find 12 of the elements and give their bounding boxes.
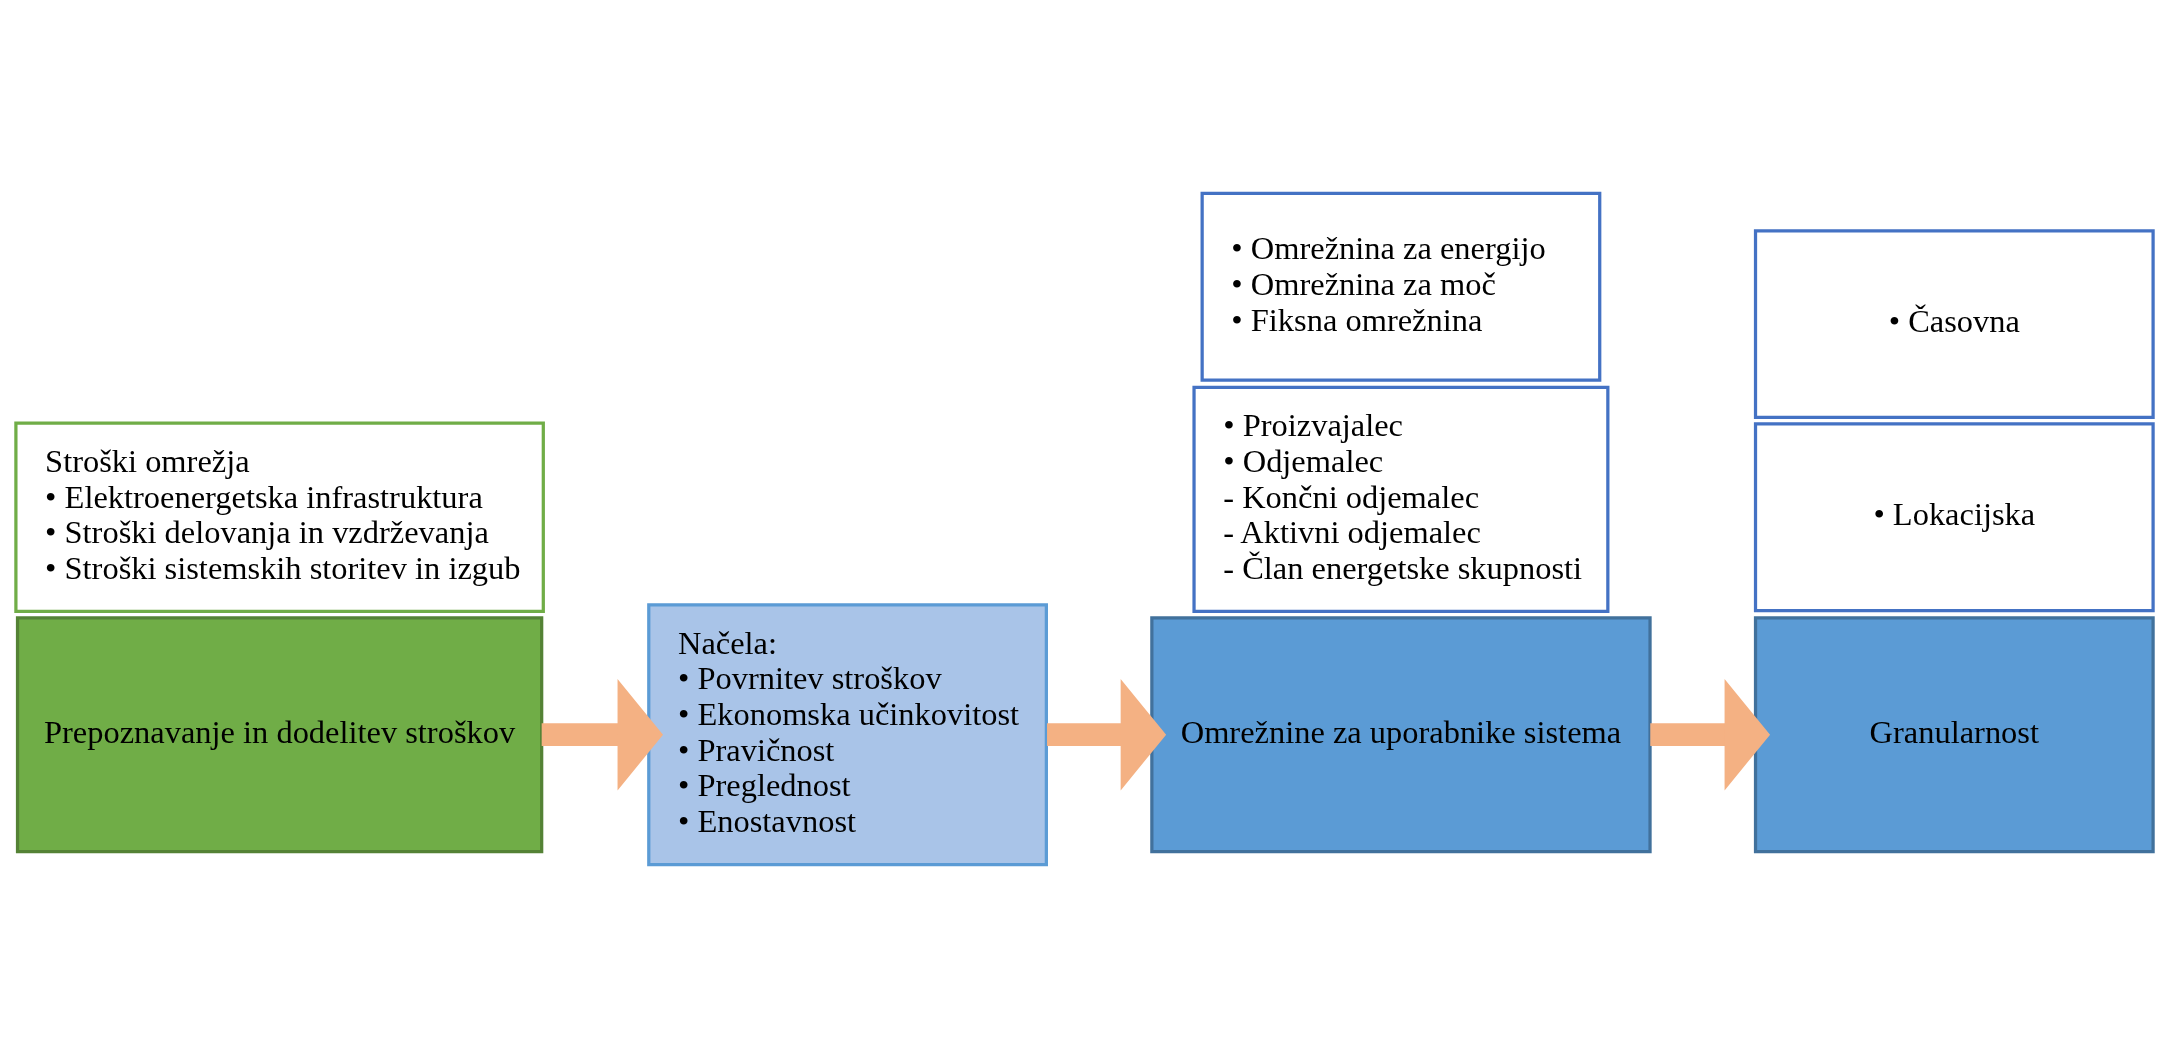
node-box: • Lokacijska bbox=[1753, 422, 2155, 613]
node-box: • Omrežnina za energijo • Omrežnina za moč • Fiksna omrežnina bbox=[1200, 191, 1602, 382]
node-box: • Časovna bbox=[1753, 229, 2155, 420]
node-box: Stroški omrežja • Elektroenergetska infrastruktura • Stroški delovanja in vzdrževanja • Stroški sistemskih storitev in izgub bbox=[14, 421, 545, 613]
arrow bbox=[1650, 678, 1771, 791]
arrow bbox=[1047, 678, 1167, 791]
node-box: Omrežnine za uporabnike sistema bbox=[1150, 616, 1652, 854]
arrow bbox=[541, 678, 664, 791]
node-box: Prepoznavanje in dodelitev stroškov bbox=[15, 616, 544, 854]
node-box: • Proizvajalec • Odjemalec - Končni odjemalec - Aktivni odjemalec - Član energetske skupnosti bbox=[1192, 385, 1610, 613]
node-box: Načela: • Povrnitev stroškov • Ekonomska učinkovitost • Pravičnost • Preglednost • Enostavnost bbox=[647, 603, 1048, 867]
node-box: Granularnost bbox=[1753, 616, 2155, 854]
